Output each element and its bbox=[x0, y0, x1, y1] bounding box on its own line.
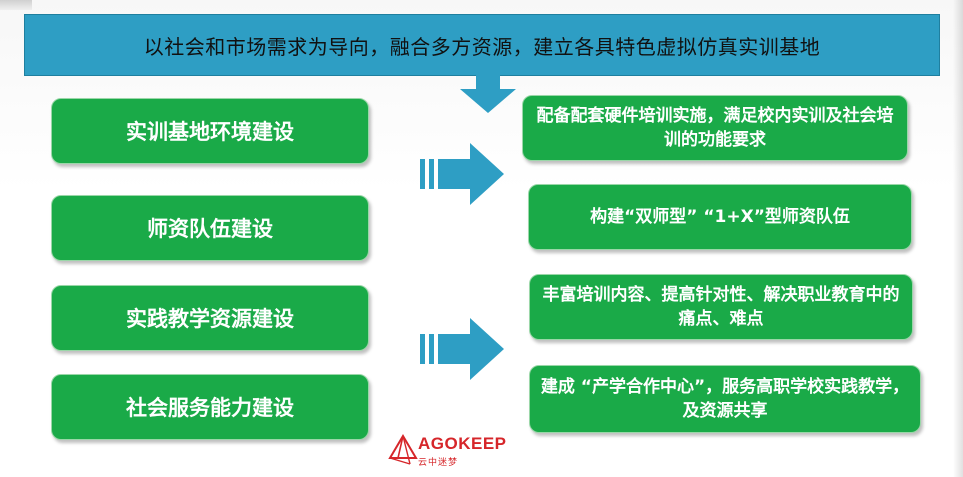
logo-name: AGOKEEP bbox=[418, 434, 507, 453]
right-item-2: 构建“双师型” “1+X”型师资队伍 bbox=[528, 184, 912, 250]
header-banner: 以社会和市场需求为导向，融合多方资源，建立各具特色虚拟仿真实训基地 bbox=[24, 14, 940, 76]
left-item-3: 实践教学资源建设 bbox=[51, 285, 369, 351]
logo-subtitle: 云中迷梦 bbox=[418, 458, 459, 468]
right-arrow-icon-bottom bbox=[420, 318, 504, 380]
left-item-4: 社会服务能力建设 bbox=[51, 374, 369, 440]
right-item-1: 配备配套硬件培训实施，满足校内实训及社会培训的功能要求 bbox=[522, 95, 908, 161]
right-item-3: 丰富培训内容、提高针对性、解决职业教育中的痛点、难点 bbox=[529, 274, 913, 340]
left-item-1: 实训基地环境建设 bbox=[51, 98, 369, 164]
logo-mark-icon bbox=[388, 434, 418, 465]
slide-edge-shadow bbox=[953, 0, 963, 477]
right-item-4: 建成 “产学合作中心”，服务高职学校实践教学，及资源共享 bbox=[529, 365, 921, 433]
down-arrow-icon bbox=[460, 75, 516, 113]
page-corner-tab bbox=[0, 0, 32, 10]
banner-title: 以社会和市场需求为导向，融合多方资源，建立各具特色虚拟仿真实训基地 bbox=[143, 34, 821, 59]
left-item-2: 师资队伍建设 bbox=[51, 195, 369, 261]
right-arrow-icon-top bbox=[420, 143, 504, 205]
agokeep-logo: AGOKEEP 云中迷梦 bbox=[388, 430, 528, 472]
